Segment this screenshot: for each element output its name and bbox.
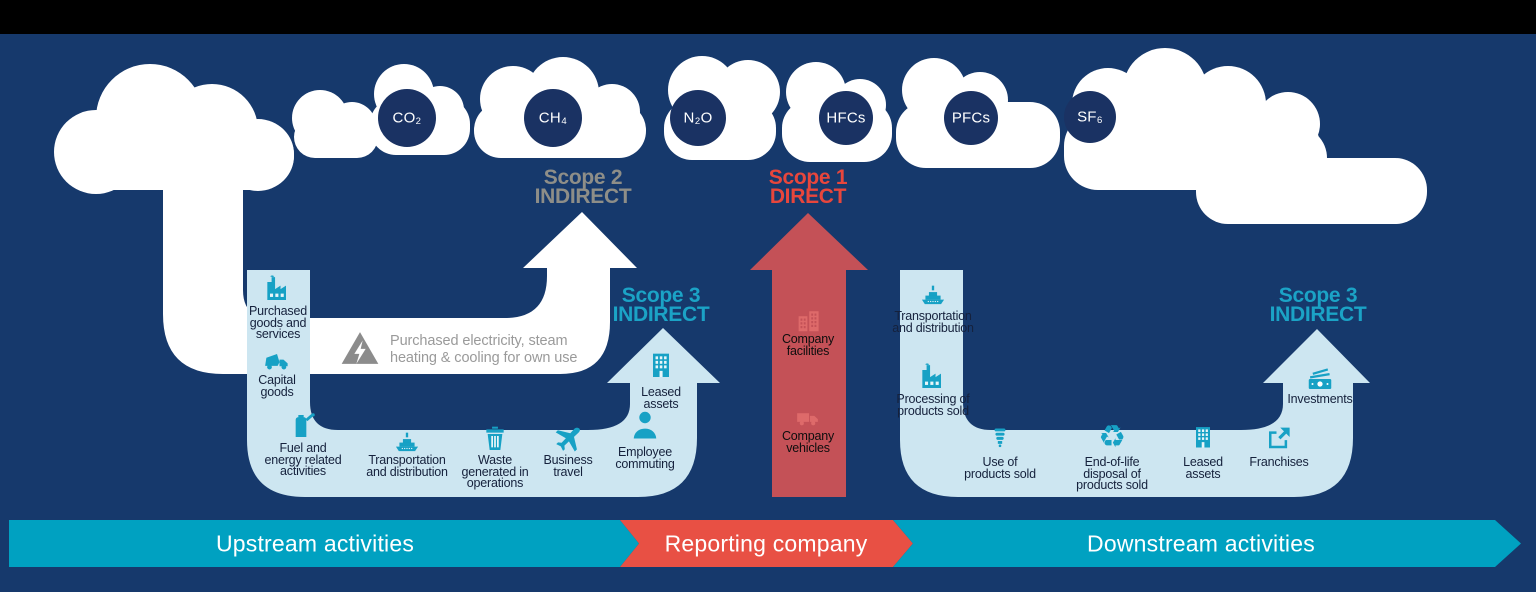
- cloud: [54, 64, 294, 194]
- warning-triangle-icon: [340, 328, 380, 368]
- share-arrow-icon: [1264, 422, 1294, 452]
- cfl-bulb-icon: [987, 421, 1013, 455]
- upstream-item-label: Capital goods: [258, 373, 296, 399]
- building-icon: [1189, 421, 1217, 453]
- scope1-red-arrow: [750, 213, 868, 497]
- clouds: [54, 48, 1427, 224]
- gas-circle: [524, 89, 582, 147]
- cloud: [1196, 126, 1427, 224]
- cement-truck-icon: [261, 344, 293, 374]
- downstream-band-label: Downstream activities: [1087, 530, 1315, 557]
- downstream-band-arrow: [893, 520, 1521, 567]
- upstream-scope3-pipe-arrow: [247, 270, 720, 497]
- gas-label-co2: CO₂: [392, 109, 422, 127]
- gas-circles: [378, 89, 1116, 147]
- ship-icon: [390, 428, 424, 456]
- reporting-band-arrow: [620, 520, 913, 567]
- upstream-band-label: Upstream activities: [215, 530, 415, 557]
- gas-circle: [819, 91, 873, 145]
- scope3-upstream-subtitle: INDIRECT: [612, 303, 710, 326]
- upstream-item-label: Leased assets: [641, 385, 681, 411]
- downstream-item-label: Processing of products sold: [896, 392, 970, 418]
- scope1-subtitle: DIRECT: [769, 185, 847, 208]
- fuel-can-icon: [287, 408, 319, 442]
- gas-circle: [1064, 91, 1116, 143]
- upstream-item-label: Employee commuting: [615, 445, 675, 471]
- plane-icon: [551, 424, 585, 456]
- upstream-item-label: Fuel and energy related activities: [264, 441, 342, 478]
- truck-icon: [791, 404, 825, 430]
- cloud: [292, 90, 378, 158]
- upstream-band-arrow: [9, 520, 639, 567]
- scope3-upstream-heading: Scope 3 INDIRECT: [612, 284, 710, 326]
- reporting-item-label: Company vehicles: [781, 429, 835, 455]
- reporting-band-label: Reporting company: [664, 530, 868, 557]
- upstream-item-label: Transportation and distribution: [366, 453, 448, 479]
- upstream-item-label: Business travel: [543, 453, 593, 479]
- gas-label-hfcs: HFCs: [826, 109, 866, 127]
- scope2-subtitle: INDIRECT: [534, 185, 632, 208]
- scope3-downstream-subtitle: INDIRECT: [1269, 303, 1367, 326]
- scope1-title: Scope 1: [768, 166, 848, 189]
- trash-icon: [479, 422, 511, 454]
- scope3-downstream-heading: Scope 3 INDIRECT: [1269, 284, 1367, 326]
- building-icon: [645, 347, 677, 383]
- scope2-heading: Scope 2 INDIRECT: [534, 166, 632, 208]
- downstream-item-label: Franchises: [1249, 455, 1309, 469]
- gas-label-ch4: CH₄: [538, 109, 568, 127]
- banknotes-icon: [1303, 364, 1337, 394]
- downstream-item-label: Use of products sold: [964, 455, 1036, 481]
- factory-icon: [917, 360, 949, 392]
- bottom-band: [9, 520, 1521, 567]
- upstream-item-label: Waste generated in operations: [461, 453, 529, 490]
- downstream-scope3-pipe-arrow: [900, 270, 1370, 497]
- downstream-item-label: Leased assets: [1183, 455, 1223, 481]
- buildings-icon: [792, 305, 824, 335]
- person-icon: [627, 406, 663, 444]
- downstream-item-label: End-of-life disposal of products sold: [1076, 455, 1148, 492]
- upstream-item-label: Purchased goods and services: [249, 304, 307, 341]
- gas-label-n2o: N₂O: [683, 109, 713, 127]
- gas-label-pfcs: PFCs: [951, 109, 991, 127]
- recycle-icon: ♻: [1098, 419, 1126, 455]
- scope2-title: Scope 2: [543, 166, 623, 189]
- scope3-upstream-title: Scope 3: [621, 284, 701, 307]
- gas-circle: [944, 91, 998, 145]
- purchased-electricity-note: Purchased electricity, steam heating & c…: [390, 333, 578, 366]
- reporting-item-label: Company facilities: [781, 332, 835, 358]
- ship-icon: [916, 281, 950, 309]
- scope1-heading: Scope 1 DIRECT: [768, 166, 848, 208]
- factory-icon: [262, 272, 294, 304]
- gas-label-sf6: SF₆: [1077, 108, 1103, 126]
- downstream-item-label: Investments: [1287, 392, 1353, 406]
- downstream-item-label: Transportation and distribution: [892, 309, 974, 335]
- top-black-bar: [0, 0, 1536, 34]
- gas-circle: [670, 90, 726, 146]
- gas-circle: [378, 89, 436, 147]
- scope3-downstream-title: Scope 3: [1278, 284, 1358, 307]
